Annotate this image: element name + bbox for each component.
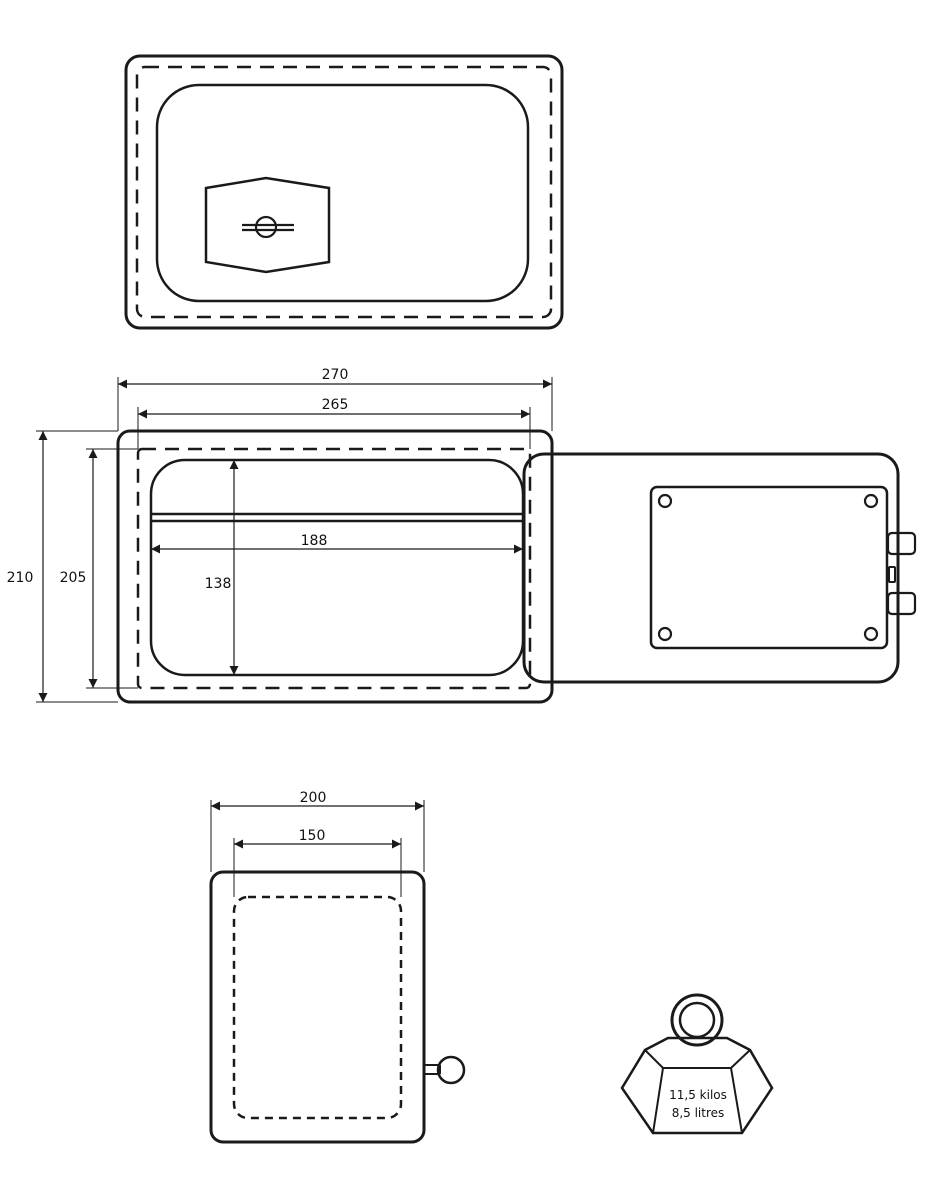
top-view: [124, 54, 564, 330]
keyhole-icon: [204, 176, 331, 274]
knob-icon: [423, 1055, 466, 1085]
dim-label-interior-height: 138: [205, 576, 232, 592]
volume-label: 8,5 litres: [672, 1106, 725, 1120]
top-view-dashed-outline: [135, 65, 553, 319]
locking-bolt: [886, 591, 917, 616]
dim-label-interior-width: 188: [301, 533, 328, 549]
front-view: 270 265 210 205 188 138: [7, 367, 917, 704]
door-panel: [522, 452, 900, 684]
extension-lines: [36, 377, 553, 703]
top-view-recessed-panel: [155, 83, 530, 303]
dim-label-outer-width: 270: [322, 367, 349, 383]
screw-icon: [863, 493, 879, 509]
dim-label-inner-height: 205: [60, 570, 87, 586]
screw-icon: [657, 626, 673, 642]
interior-cavity: [149, 458, 525, 677]
dim-label-depth-inner: 150: [299, 828, 326, 844]
top-view-body: [124, 54, 564, 330]
open-door: [522, 452, 917, 684]
locking-bolt: [886, 531, 917, 556]
side-view-body: [209, 870, 426, 1144]
dim-label-outer-height: 210: [7, 570, 34, 586]
bolt-slot: [888, 566, 896, 583]
weight-label: 11,5 kilos: [669, 1088, 727, 1102]
extension-lines: [210, 800, 425, 897]
safe-body: [116, 429, 554, 704]
screw-icon: [863, 626, 879, 642]
weight-badge: 11,5 kilos 8,5 litres: [620, 993, 774, 1135]
lock-plate: [649, 485, 889, 650]
safe-body-dashed-outline: [136, 447, 532, 690]
weight-icon: [620, 993, 774, 1135]
screw-icon: [657, 493, 673, 509]
side-view: 200 150: [209, 790, 466, 1144]
side-view-dashed-outline: [232, 895, 403, 1120]
dim-label-depth-outer: 200: [300, 790, 327, 806]
dim-label-inner-width: 265: [322, 397, 349, 413]
